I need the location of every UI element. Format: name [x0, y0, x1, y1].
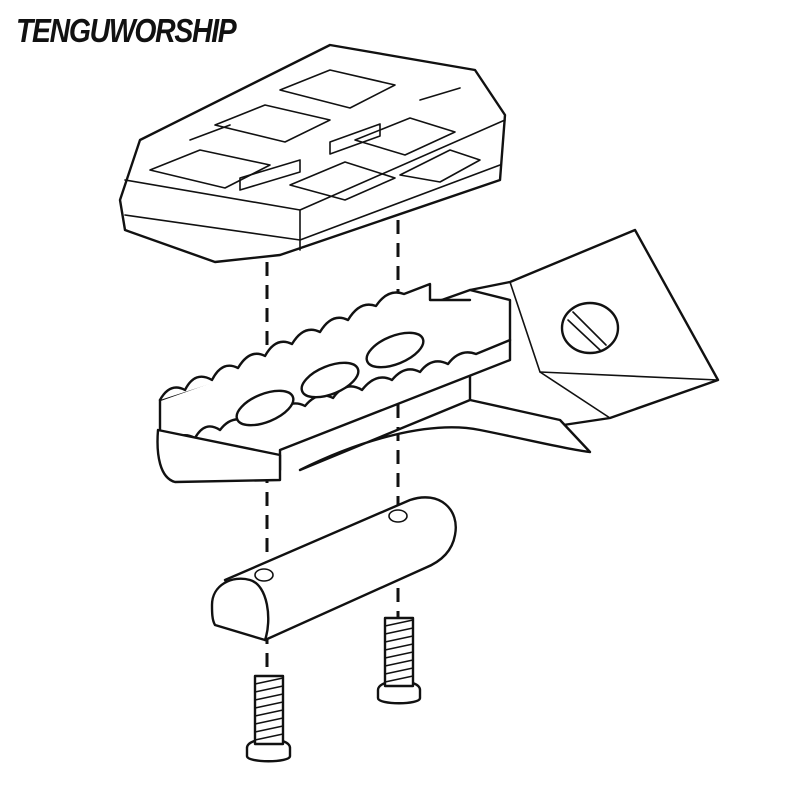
bolt-left [245, 674, 292, 763]
mounting-bar [210, 496, 457, 642]
foot-peg-body [156, 228, 720, 484]
tread-pad [118, 43, 507, 264]
bolt-right [376, 616, 422, 705]
brand-logo: TENGUWORSHIP [16, 12, 237, 49]
